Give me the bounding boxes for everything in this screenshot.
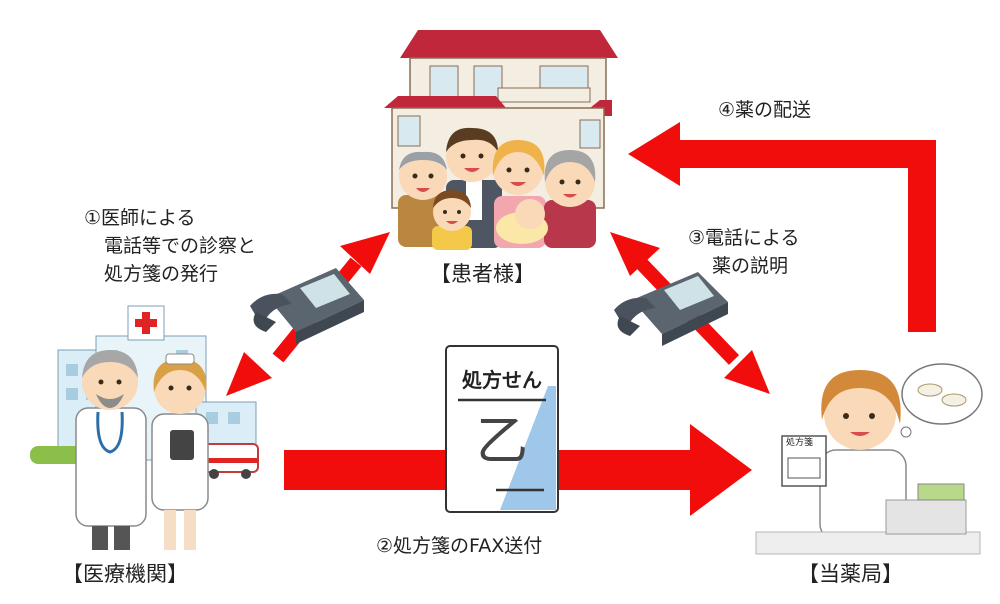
document-icon: [445, 345, 559, 513]
prescription-signature: 乙: [476, 412, 529, 472]
step2-label: ②処方箋のFAX送付: [376, 535, 543, 557]
pharmacy-sign-title: 処方箋: [786, 438, 814, 448]
step1-line3: 処方箋の発行: [104, 263, 219, 285]
pharmacy-label: 【当薬局】: [798, 562, 903, 586]
pills-icon: [900, 363, 983, 438]
step4-label: ④薬の配送: [718, 99, 812, 121]
step1-line1: ①医師による: [84, 207, 196, 229]
pharmacy-illustration: [755, 363, 983, 555]
prescription-title: 処方せん: [462, 368, 542, 392]
step3-line1: ③電話による: [688, 227, 800, 249]
family-illustration: [398, 127, 596, 250]
telephone-icon: [250, 268, 364, 344]
hospital-illustration: [30, 305, 259, 550]
hospital-label: 【医療機関】: [62, 562, 188, 586]
telephone-icon: [614, 272, 728, 346]
patient-label: 【患者様】: [430, 262, 535, 286]
arrow-delivery: [628, 122, 936, 332]
step3-line2: 薬の説明: [712, 255, 789, 277]
step1-line2: 電話等での診察と: [104, 235, 257, 257]
